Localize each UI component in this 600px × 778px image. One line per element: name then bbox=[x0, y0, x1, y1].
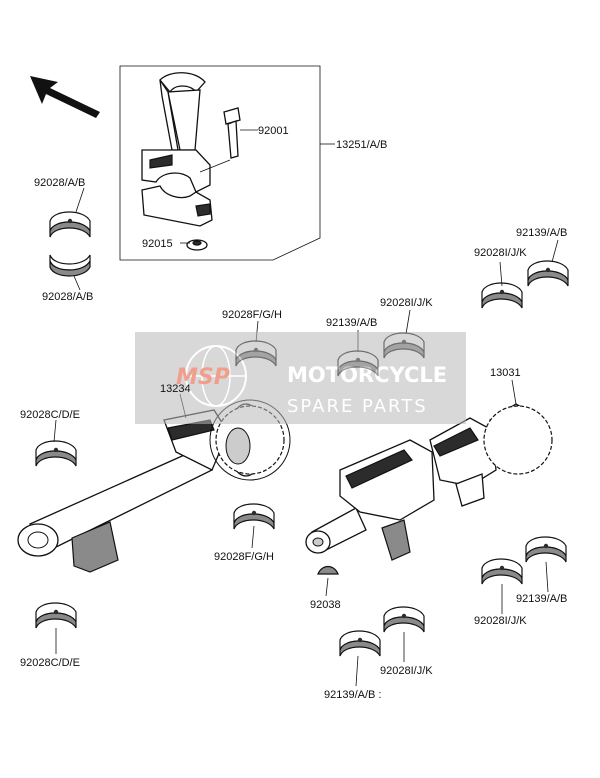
bearing-shell-right-second bbox=[481, 282, 523, 309]
bearing-shell-far-left-bottom bbox=[35, 602, 77, 629]
label-bearing-far-left-bottom: 92028C/D/E bbox=[20, 657, 80, 669]
label-bearing-right-top: 92139/A/B bbox=[516, 227, 567, 239]
watermark: MSP MOTORCYCLE SPARE PARTS bbox=[135, 332, 466, 424]
label-bearing-balancer-top: 92028F/G/H bbox=[222, 309, 282, 321]
front-arrow-icon bbox=[30, 76, 100, 118]
bearing-shell-balancer-bottom bbox=[233, 503, 275, 530]
label-key: 92038 bbox=[310, 599, 341, 611]
label-bearing-mid-top: 92139/A/B bbox=[326, 317, 377, 329]
crankshaft bbox=[305, 403, 553, 561]
bearing-shell-far-left bbox=[35, 440, 77, 467]
conrod-bolt bbox=[223, 107, 241, 159]
label-bearing-right-second: 92028I/J/K bbox=[474, 247, 527, 259]
label-bearing-balancer-bottom: 92028F/G/H bbox=[214, 551, 274, 563]
bearing-shell-bottom-right-upper bbox=[525, 536, 567, 563]
label-bearing-bottom-mid: 92028I/J/K bbox=[380, 665, 433, 677]
label-bearing-upper-left: 92028/A/B bbox=[34, 177, 85, 189]
label-conrod-bolt: 92001 bbox=[258, 125, 289, 137]
watermark-subtitle: SPARE PARTS bbox=[287, 396, 428, 417]
conrod-nut bbox=[186, 239, 208, 251]
conrod-assembly-box bbox=[119, 65, 321, 261]
bearing-shell-bottom-mid bbox=[383, 606, 425, 633]
label-conrod-nut: 92015 bbox=[142, 238, 173, 250]
label-bearing-far-left: 92028C/D/E bbox=[20, 409, 80, 421]
connecting-rod bbox=[141, 72, 213, 227]
bearing-shell-upper-left bbox=[49, 211, 91, 238]
bearing-shell-bottom-left bbox=[339, 630, 381, 657]
bearing-shell-bottom-right-lower bbox=[481, 558, 523, 585]
watermark-title: MOTORCYCLE bbox=[287, 363, 447, 387]
bearing-shell-lower-left bbox=[49, 254, 91, 277]
label-bearing-bottom-right-upper: 92139/A/B bbox=[516, 593, 567, 605]
label-bearing-mid-top-right: 92028I/J/K bbox=[380, 297, 433, 309]
label-crankshaft: 13031 bbox=[490, 367, 521, 379]
label-bearing-bottom-left: 92139/A/B : bbox=[324, 689, 382, 701]
bearing-shell-right-top bbox=[527, 260, 569, 287]
balancer-shaft bbox=[17, 399, 291, 573]
label-conrod-assy: 13251/A/B bbox=[336, 139, 387, 151]
watermark-logo: MSP bbox=[176, 365, 230, 390]
label-bearing-bottom-right-lower: 92028I/J/K bbox=[474, 615, 527, 627]
label-balancer-weight: 13234 bbox=[160, 383, 191, 395]
woodruff-key bbox=[317, 565, 339, 575]
watermark-panel bbox=[135, 332, 466, 424]
label-bearing-lower-left: 92028/A/B bbox=[42, 291, 93, 303]
